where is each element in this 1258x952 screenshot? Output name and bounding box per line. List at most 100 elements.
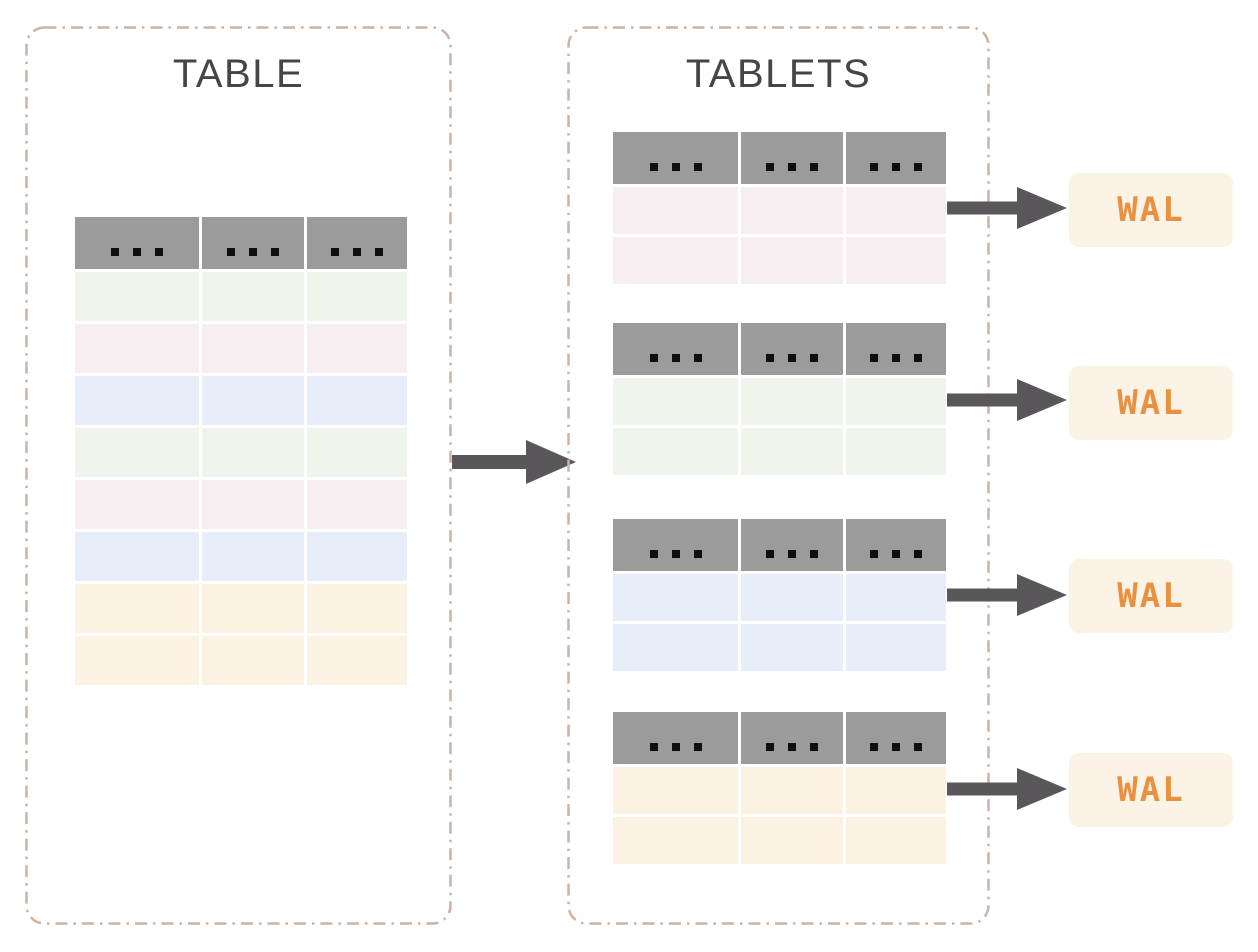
table-header-cell <box>613 519 738 571</box>
wal-label: WAL <box>1117 576 1185 616</box>
table-header-cell <box>741 323 843 375</box>
dot <box>766 354 774 362</box>
table-cell-orange <box>741 767 843 814</box>
table-cell-blue <box>202 532 304 581</box>
dot <box>870 743 878 751</box>
wal-label: WAL <box>1117 190 1185 230</box>
ellipsis-icon <box>111 248 163 256</box>
dot <box>892 354 900 362</box>
wal-box-3: WAL <box>1069 559 1233 633</box>
table-cell-pink <box>75 480 199 529</box>
dot <box>671 163 680 171</box>
tablet-table-3 <box>613 519 946 671</box>
dot <box>249 248 257 256</box>
ellipsis-icon <box>649 163 702 171</box>
dot <box>353 248 361 256</box>
dot <box>693 743 702 751</box>
tablet-to-wal-arrow-icon <box>947 187 1067 229</box>
ellipsis-icon <box>649 550 702 558</box>
table-cell-blue <box>307 532 407 581</box>
dot <box>788 163 796 171</box>
table-panel-title: TABLE <box>172 52 305 96</box>
wal-box-2: WAL <box>1069 366 1233 440</box>
ellipsis-icon <box>870 743 922 751</box>
ellipsis-icon <box>766 354 818 362</box>
dot <box>649 163 658 171</box>
wal-box-4: WAL <box>1069 753 1233 827</box>
tablet-to-wal-arrow-icon <box>947 574 1067 616</box>
ellipsis-icon <box>766 163 818 171</box>
table-cell-pink <box>307 324 407 373</box>
table-cell-pink <box>846 237 946 284</box>
dot <box>671 354 680 362</box>
table-header-cell <box>741 519 843 571</box>
table-cell-green <box>307 428 407 477</box>
ellipsis-icon <box>766 550 818 558</box>
table-cell-orange <box>75 636 199 685</box>
table-cell-green <box>307 272 407 321</box>
table-cell-orange <box>741 817 843 864</box>
dot <box>870 550 878 558</box>
ellipsis-icon <box>870 550 922 558</box>
table-header-cell <box>613 323 738 375</box>
dot <box>788 743 796 751</box>
dot <box>892 163 900 171</box>
table-cell-orange <box>307 636 407 685</box>
table-cell-orange <box>202 636 304 685</box>
table-cell-green <box>613 428 738 475</box>
dot <box>788 354 796 362</box>
table-cell-pink <box>613 187 738 234</box>
table-cell-orange <box>613 817 738 864</box>
tablet-to-wal-arrow-icon <box>947 379 1067 421</box>
table-cell-pink <box>846 187 946 234</box>
table-cell-pink <box>741 187 843 234</box>
table-cell-orange <box>75 584 199 633</box>
dot <box>693 354 702 362</box>
dot <box>810 550 818 558</box>
table-header-cell <box>846 519 946 571</box>
dot <box>870 354 878 362</box>
table-cell-orange <box>846 817 946 864</box>
tablet-table-2 <box>613 323 946 475</box>
dot <box>766 550 774 558</box>
dot <box>227 248 235 256</box>
table-header-cell <box>307 217 407 269</box>
table-header-cell <box>75 217 199 269</box>
table-header-cell <box>613 132 738 184</box>
dot <box>810 354 818 362</box>
dot <box>914 743 922 751</box>
dot <box>155 248 163 256</box>
table-cell-blue <box>846 624 946 671</box>
table-header-cell <box>613 712 738 764</box>
table-cell-blue <box>613 574 738 621</box>
table-cell-green <box>741 428 843 475</box>
table-cell-green <box>741 378 843 425</box>
table-cell-blue <box>846 574 946 621</box>
dot <box>892 743 900 751</box>
dot <box>810 743 818 751</box>
table-cell-green <box>75 428 199 477</box>
table-header-cell <box>846 132 946 184</box>
table-cell-blue <box>307 376 407 425</box>
dot <box>649 354 658 362</box>
dot <box>914 550 922 558</box>
ellipsis-icon <box>766 743 818 751</box>
wal-box-1: WAL <box>1069 173 1233 247</box>
table-cell-pink <box>75 324 199 373</box>
table-cell-blue <box>741 624 843 671</box>
table-cell-green <box>613 378 738 425</box>
table-header-cell <box>846 712 946 764</box>
table-cell-pink <box>202 480 304 529</box>
dot <box>693 163 702 171</box>
dot <box>133 248 141 256</box>
table-cell-orange <box>307 584 407 633</box>
table-cell-orange <box>613 767 738 814</box>
dot <box>788 550 796 558</box>
table-cell-blue <box>741 574 843 621</box>
dot <box>271 248 279 256</box>
dot <box>649 743 658 751</box>
source-table <box>75 217 407 685</box>
dot <box>892 550 900 558</box>
dot <box>111 248 119 256</box>
dot <box>671 743 680 751</box>
